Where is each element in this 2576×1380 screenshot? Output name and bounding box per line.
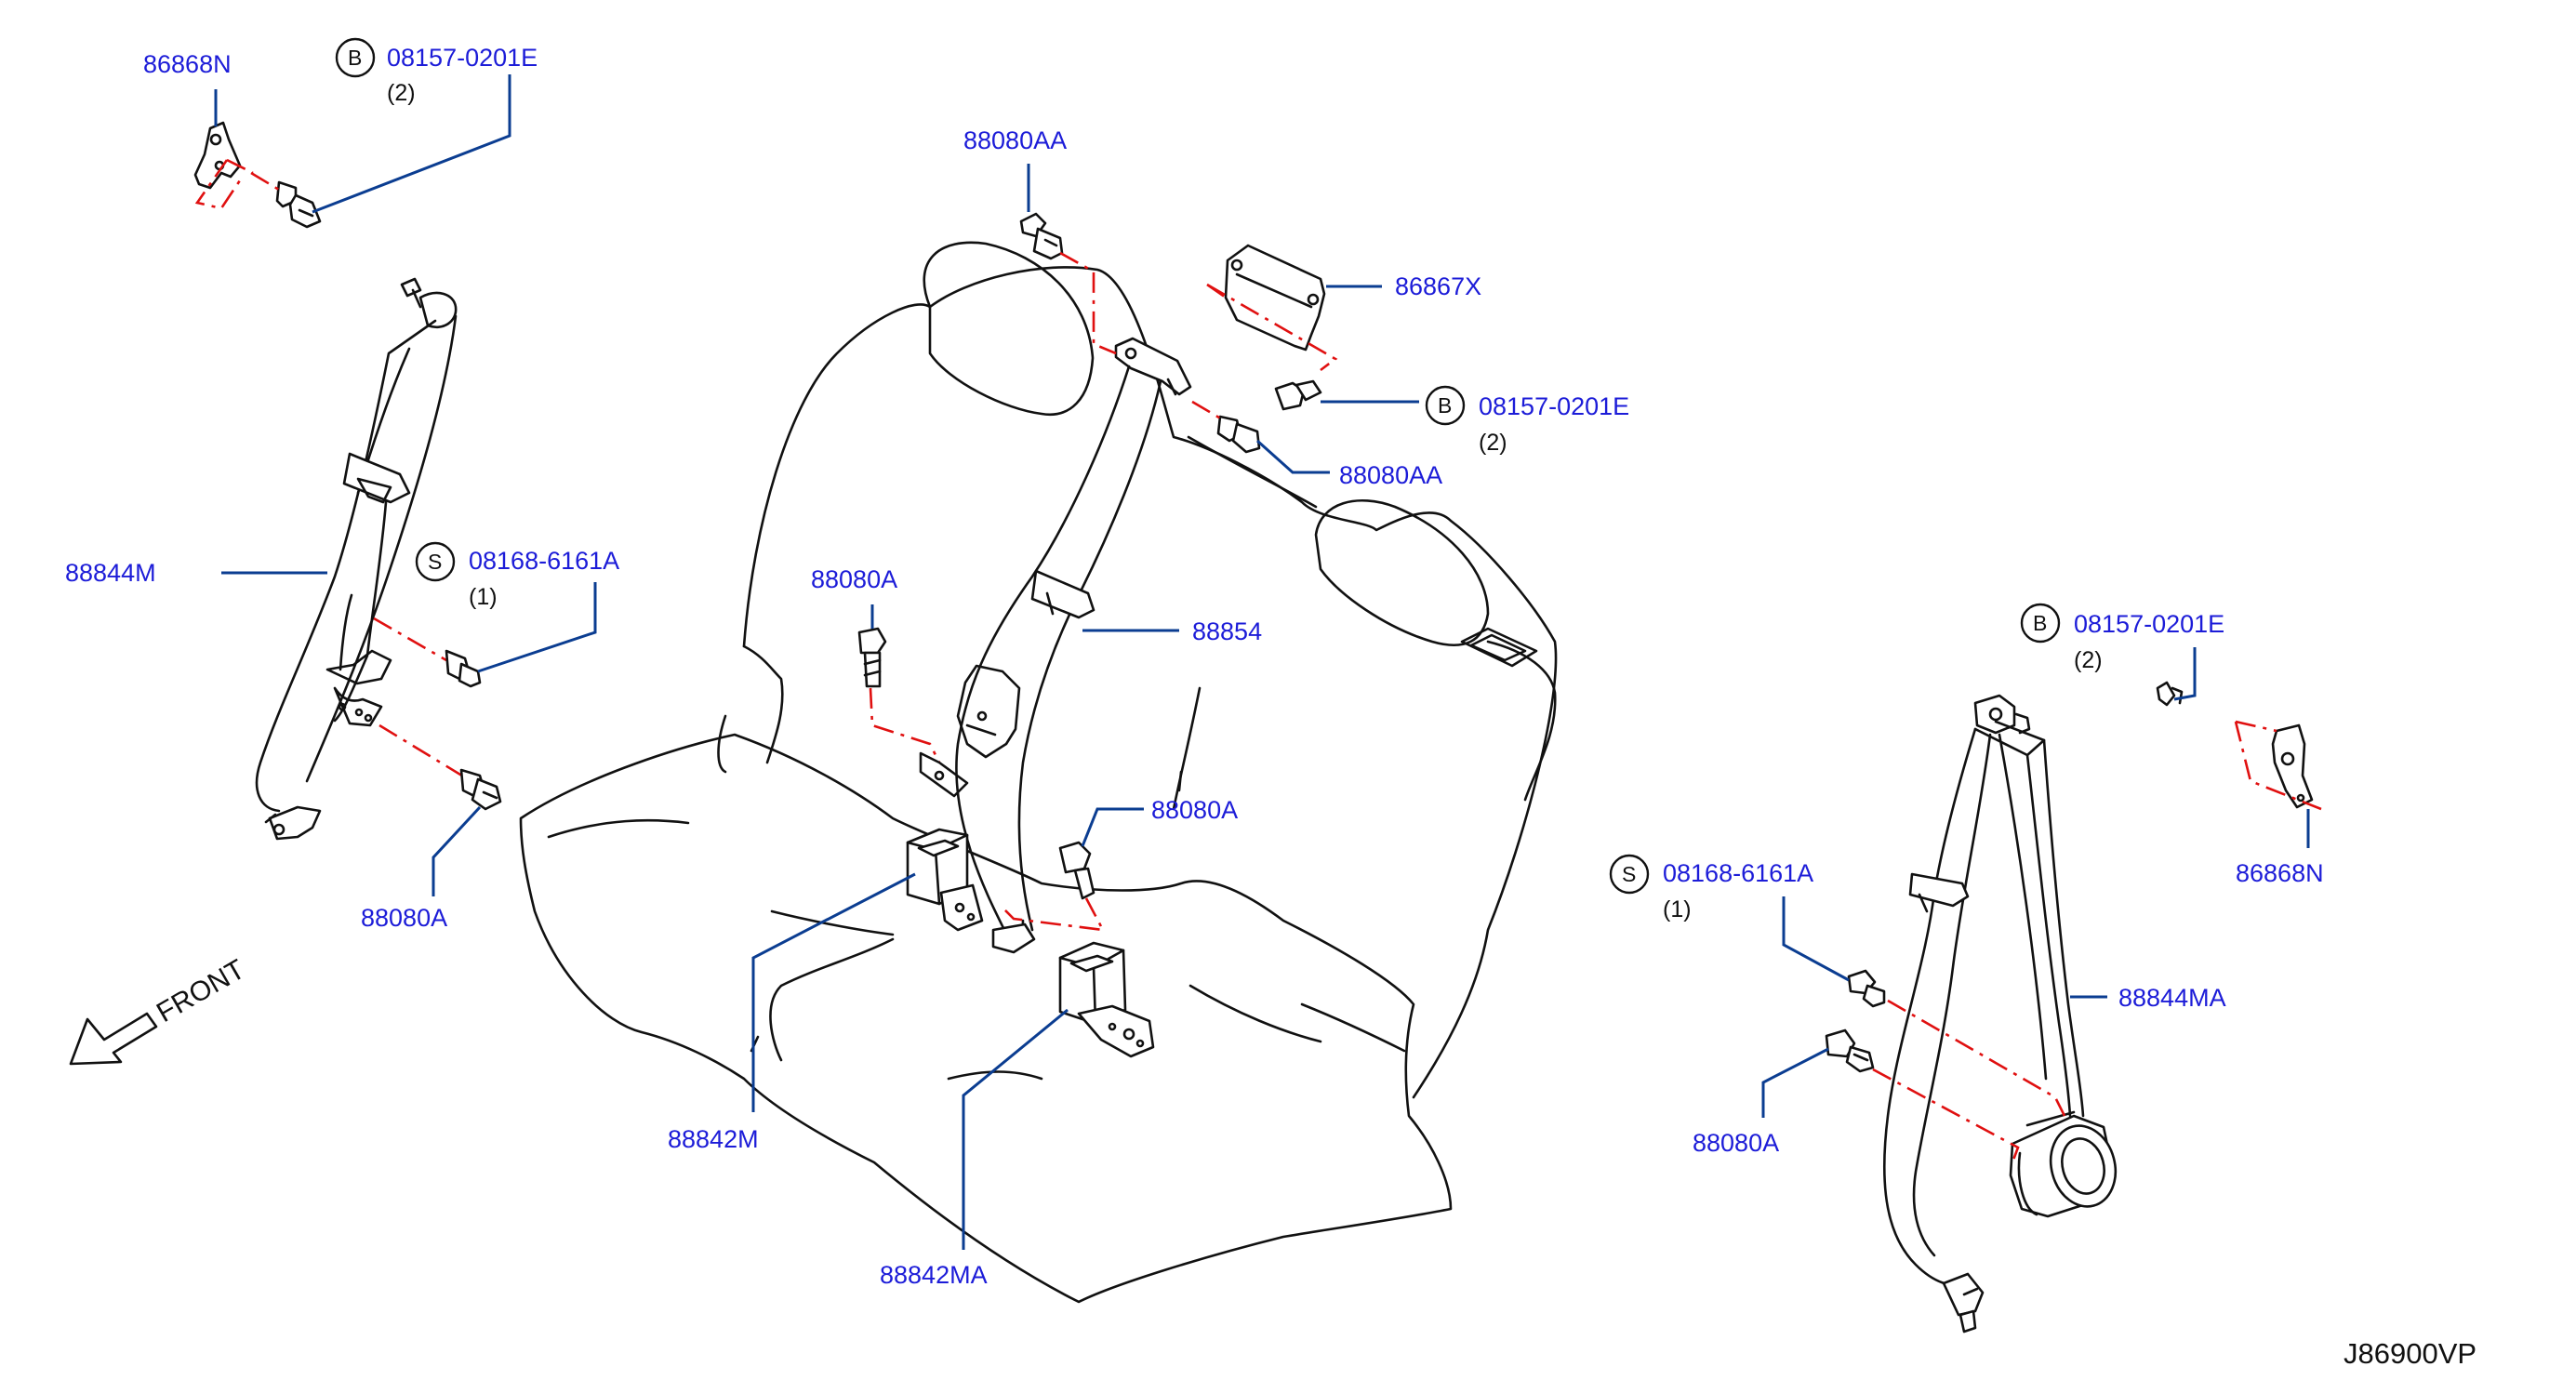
part-label: 86868N [2236, 859, 2324, 887]
mark-letter: S [1622, 862, 1636, 886]
seat-belt-center [857, 212, 1322, 954]
quantity-label: (1) [1663, 896, 1692, 922]
retractor-reel [2009, 1110, 2118, 1218]
callout-88080a-lower[interactable]: 88080A [1081, 796, 1238, 847]
mark-s-icon [415, 541, 456, 582]
callout-88080a-right[interactable]: 88080A [1693, 1047, 1829, 1157]
mark-letter: B [1438, 393, 1452, 418]
callout-88842ma[interactable]: 88842MA [880, 1008, 1069, 1289]
part-label: 88080A [811, 565, 897, 593]
bolt-icon [1274, 379, 1322, 411]
seat-belt-right [1825, 694, 2118, 1334]
part-label: 08157-0201E [387, 44, 538, 72]
part-label: 08168-6161A [1663, 859, 1813, 887]
part-label: 88080A [361, 904, 447, 932]
front-arrow-icon [69, 1012, 158, 1066]
callout-88844m[interactable]: 88844M [65, 559, 327, 587]
mark-b-icon [1425, 385, 1466, 426]
bolt-icon [1019, 212, 1064, 260]
callout-88080aa-top[interactable]: 88080AA [963, 126, 1067, 212]
callout-88080aa-right[interactable]: 88080AA [1255, 439, 1442, 489]
callout-88080a-left[interactable]: 88080A [361, 805, 482, 932]
part-label: 88854 [1192, 617, 1262, 645]
quantity-label: (2) [2074, 647, 2103, 673]
bolt-icon [1058, 841, 1095, 900]
callout-86868n-right[interactable]: 86868N [2236, 809, 2324, 887]
mark-b-icon [335, 37, 376, 78]
part-label: 86868N [143, 50, 232, 78]
bolt-icon [1216, 415, 1261, 454]
quantity-label: (2) [387, 80, 416, 106]
part-label: 88844MA [2118, 984, 2226, 1012]
callout-08168-6161a[interactable]: S 08168-6161A (1) [415, 541, 619, 673]
callout-86867x[interactable]: 86867X [1326, 272, 1481, 300]
front-label: FRONT [152, 954, 250, 1028]
buckle-88842ma [1058, 941, 1155, 1058]
mark-letter: S [428, 550, 442, 574]
buckle-88842m [906, 828, 984, 932]
mark-b-icon [2020, 603, 2061, 644]
quantity-label: (2) [1479, 430, 1507, 456]
callout-88854[interactable]: 88854 [1082, 617, 1262, 645]
anchor-bracket-left [193, 121, 322, 229]
callout-86868n[interactable]: 86868N [143, 50, 232, 126]
bolt-icon [857, 627, 887, 688]
part-label: 88080A [1151, 796, 1238, 824]
callout-88080a-center[interactable]: 88080A [811, 565, 897, 629]
seat-belt-left [255, 277, 502, 841]
diagram-code: J86900VP [2344, 1337, 2476, 1370]
callout-88842m[interactable]: 88842M [668, 872, 916, 1153]
part-label: 08157-0201E [2074, 610, 2224, 638]
mark-s-icon [1609, 854, 1650, 895]
part-label: 86867X [1395, 272, 1481, 300]
part-label: 88080AA [1339, 461, 1442, 489]
bolt-icon [445, 649, 482, 688]
callout-88844ma[interactable]: 88844MA [2070, 984, 2226, 1012]
bolt-icon [250, 171, 322, 229]
part-label: 08157-0201E [1479, 392, 1629, 420]
rear-seat [519, 241, 1558, 1304]
mark-letter: B [2033, 611, 2047, 635]
bracket-86867x [1206, 244, 1338, 372]
part-label: 88080A [1693, 1129, 1779, 1157]
callout-08157-0201e-center[interactable]: B 08157-0201E (2) [1321, 385, 1629, 456]
bolt-icon [1825, 1028, 1875, 1073]
part-label: 88842MA [880, 1261, 988, 1289]
part-label: 88844M [65, 559, 156, 587]
callout-08157-0201e[interactable]: B 08157-0201E (2) [312, 37, 538, 214]
anchor-bracket-right [2156, 681, 2322, 811]
bolt-icon [1847, 969, 1886, 1008]
bolt-icon [459, 768, 502, 811]
part-label: 88842M [668, 1125, 759, 1153]
callout-08157-0201e-right[interactable]: B 08157-0201E (2) [2020, 603, 2224, 701]
part-label: 08168-6161A [469, 547, 619, 575]
callout-08168-6161a-right[interactable]: S 08168-6161A (1) [1609, 854, 1850, 982]
mark-letter: B [348, 46, 362, 70]
quantity-label: (1) [469, 584, 498, 610]
part-label: 88080AA [963, 126, 1067, 154]
